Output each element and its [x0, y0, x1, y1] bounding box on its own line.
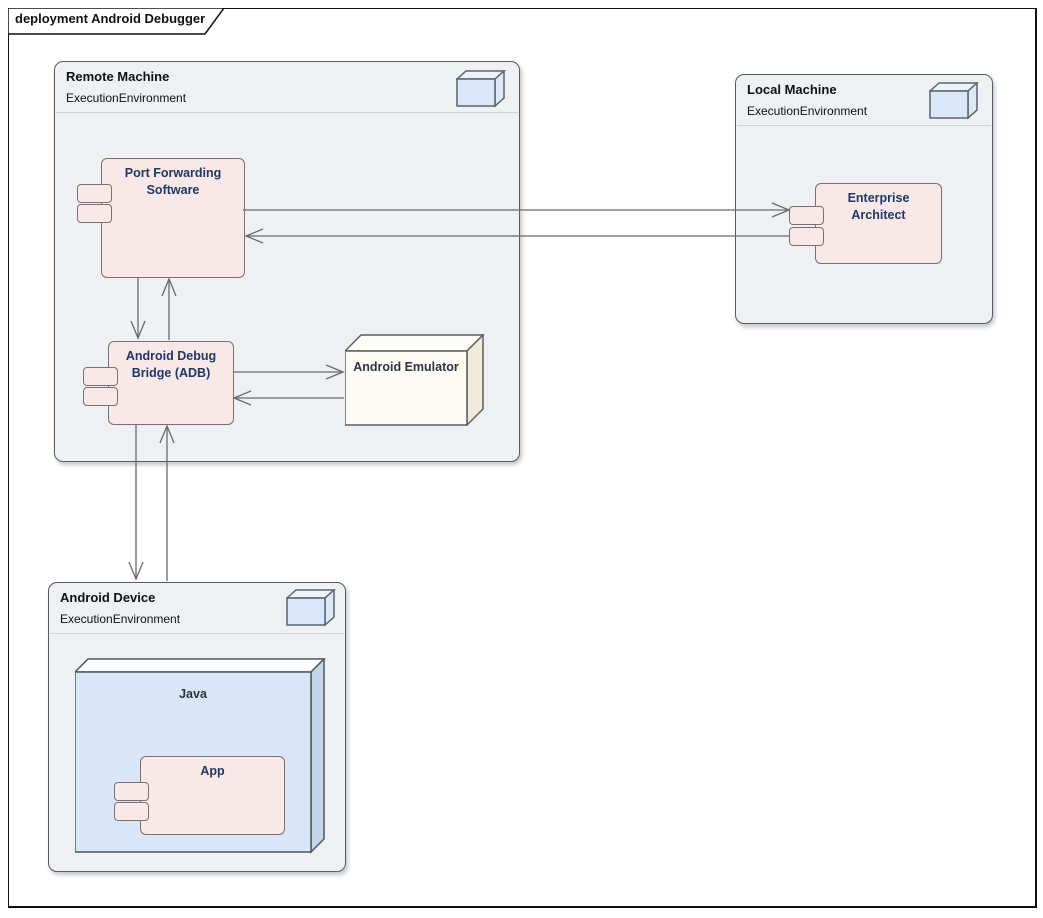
java-node-label: Java — [179, 687, 207, 701]
port-forwarding-label: Port Forwarding Software — [124, 166, 222, 197]
component-enterprise-architect[interactable]: Enterprise Architect — [815, 183, 942, 264]
component-adb[interactable]: Android Debug Bridge (ADB) — [108, 341, 234, 425]
remote-machine-stereotype: ExecutionEnvironment — [66, 91, 187, 105]
component-tab-icon — [114, 782, 149, 801]
node-cube-icon — [929, 82, 979, 120]
android-emulator-label: Android Emulator — [353, 360, 459, 374]
component-port-forwarding[interactable]: Port Forwarding Software — [101, 158, 245, 278]
component-app[interactable]: App — [140, 756, 285, 835]
node-cube-icon — [286, 589, 336, 627]
android-device-stereotype: ExecutionEnvironment — [60, 612, 181, 626]
header-separator — [56, 112, 518, 113]
component-tab-icon — [789, 227, 824, 246]
component-tab-icon — [83, 387, 118, 406]
android-device-name: Android Device — [60, 590, 156, 605]
enterprise-architect-label: Enterprise Architect — [847, 191, 910, 222]
node-android-emulator[interactable] — [345, 334, 485, 426]
component-tab-icon — [77, 184, 112, 203]
component-tab-icon — [83, 367, 118, 386]
component-tab-icon — [789, 206, 824, 225]
local-machine-stereotype: ExecutionEnvironment — [747, 104, 868, 118]
header-separator — [737, 125, 991, 126]
app-label: App — [200, 764, 225, 778]
node-cube-icon — [456, 70, 506, 108]
component-tab-icon — [77, 204, 112, 223]
component-tab-icon — [114, 802, 149, 821]
remote-machine-name: Remote Machine — [66, 69, 170, 84]
adb-label: Android Debug Bridge (ADB) — [125, 349, 217, 380]
header-separator — [50, 633, 344, 634]
local-machine-name: Local Machine — [747, 82, 837, 97]
